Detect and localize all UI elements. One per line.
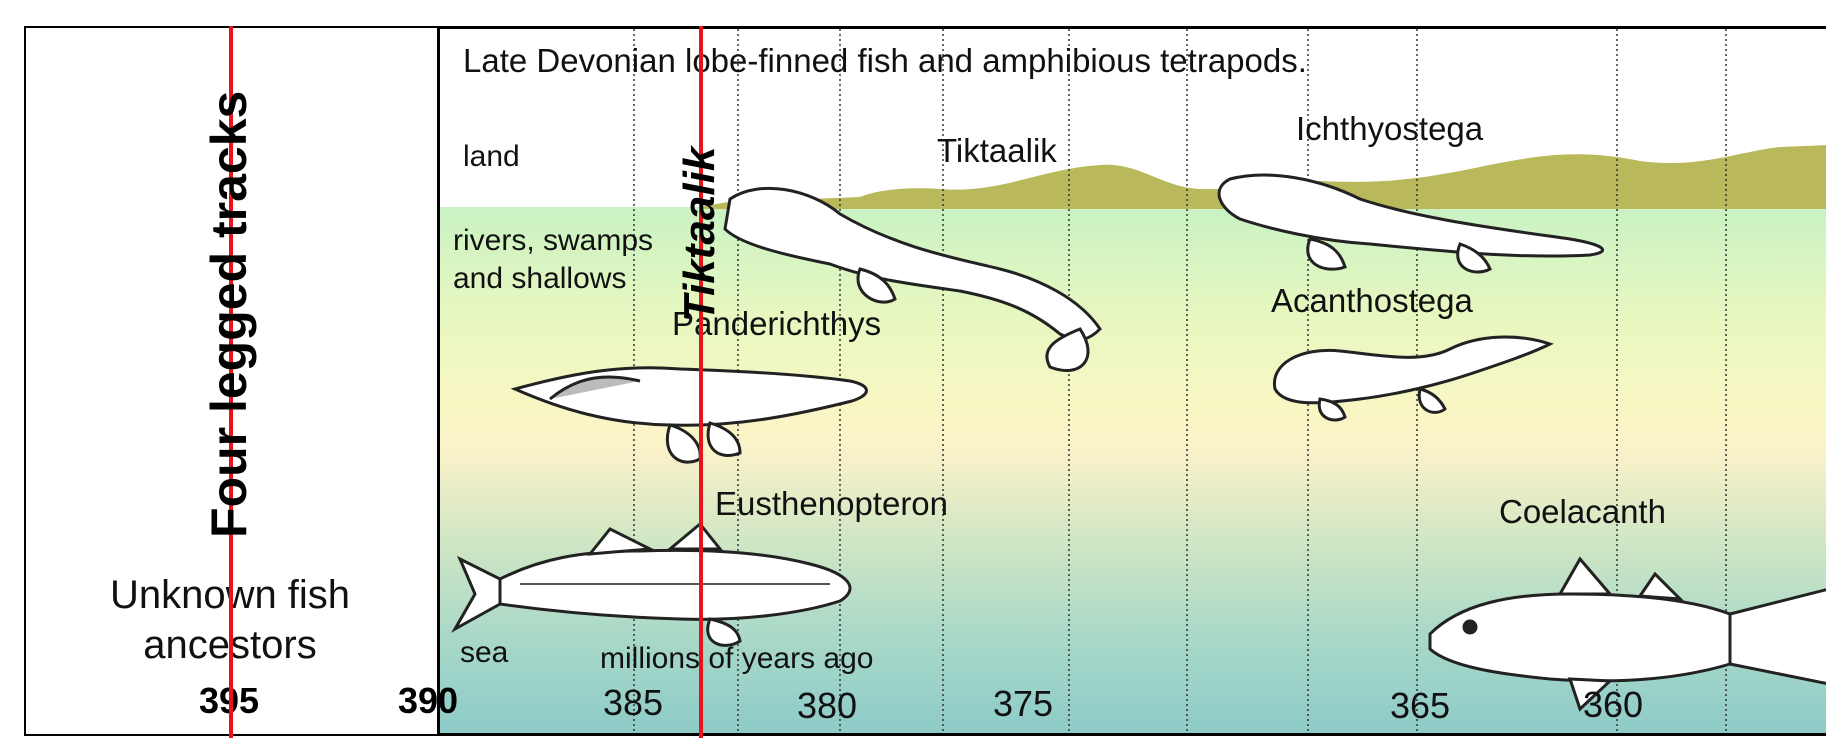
species-label-eusthenopteron: Eusthenopteron: [715, 485, 948, 523]
zone-label-rivers: rivers, swamps and shallows: [453, 222, 673, 298]
tick-label-380: 380: [797, 685, 857, 727]
zone-label-sea: sea: [460, 636, 508, 670]
panderichthys-illustration: [515, 368, 866, 462]
tick-label-390: 390: [398, 680, 458, 722]
illustration-svg: [440, 29, 1826, 736]
tick-label-385: 385: [603, 682, 663, 724]
figure-title: Late Devonian lobe-finned fish and amphi…: [463, 42, 1307, 80]
illustration-panel: [437, 26, 1826, 736]
tick-label-375: 375: [993, 683, 1053, 725]
species-label-ichthyostega: Ichthyostega: [1296, 110, 1483, 148]
marker-label-four-legged-tracks: Four legged tracks: [200, 91, 258, 538]
bottom-border: [24, 734, 1826, 736]
species-label-coelacanth: Coelacanth: [1499, 493, 1666, 531]
tick-label-360: 360: [1583, 684, 1643, 726]
tiktaalik-illustration: [725, 188, 1100, 370]
acanthostega-illustration: [1274, 337, 1550, 420]
axis-unit-label: millions of years ago: [600, 642, 873, 676]
marker-label-tiktaalik: Tiktaalik: [675, 147, 725, 322]
tick-label-365: 365: [1390, 685, 1450, 727]
marker-line-tiktaalik: [699, 26, 703, 738]
species-label-tiktaalik: Tiktaalik: [937, 132, 1057, 170]
species-label-acanthostega: Acanthostega: [1271, 282, 1473, 320]
eusthenopteron-illustration: [455, 524, 850, 645]
zone-label-land: land: [463, 140, 520, 174]
